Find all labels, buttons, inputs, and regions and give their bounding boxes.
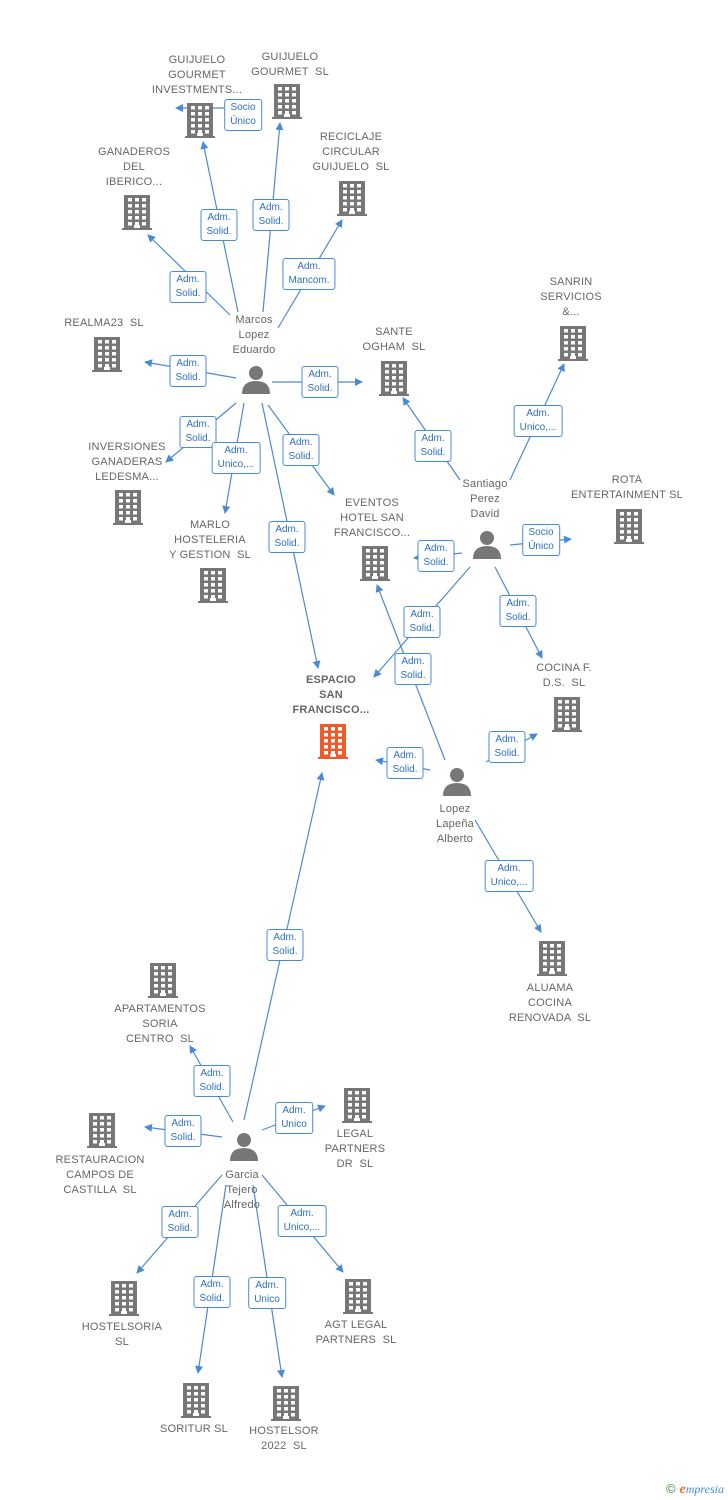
company-icon[interactable]	[87, 1113, 117, 1148]
edge-role-badge[interactable]: Adm. Solid.	[386, 747, 424, 779]
edge-role-badge[interactable]: Adm. Solid.	[164, 1115, 202, 1147]
main-company-icon[interactable]	[318, 724, 348, 759]
company-icon[interactable]	[552, 697, 582, 732]
person-name-garcia[interactable]: Garcia Tejero Alfredo	[223, 1169, 261, 1211]
company-name-sanrin[interactable]: SANRIN SERVICIOS &...	[540, 276, 602, 318]
company-name-guijuelo-gourmet-inv[interactable]: GUIJUELO GOURMET INVESTMENTS...	[151, 54, 243, 96]
company-name-restauracion[interactable]: RESTAURACION CAMPOS DE CASTILLA SL	[55, 1154, 145, 1196]
company-name-guijuelo-gourmet[interactable]: GUIJUELO GOURMET SL	[251, 51, 329, 78]
edge-role-badge[interactable]: Socio Único	[522, 524, 560, 556]
person-icon[interactable]	[230, 1133, 258, 1161]
edge-role-badge[interactable]: Adm. Solid.	[266, 929, 304, 961]
company-icon[interactable]	[537, 941, 567, 976]
company-icon[interactable]	[109, 1281, 139, 1316]
person-name-marcos[interactable]: Marcos Lopez Eduardo	[232, 314, 276, 356]
company-icon[interactable]	[558, 326, 588, 361]
edge-role-badge[interactable]: Adm. Unico	[275, 1102, 313, 1134]
edge-role-badge[interactable]: Adm. Mancom.	[282, 258, 336, 290]
company-icon[interactable]	[122, 195, 152, 230]
company-icon[interactable]	[614, 509, 644, 544]
edge-role-badge[interactable]: Adm. Solid.	[161, 1206, 199, 1238]
company-name-agt[interactable]: AGT LEGAL PARTNERS SL	[315, 1319, 397, 1346]
edge-role-badge[interactable]: Adm. Solid.	[169, 355, 207, 387]
edge-role-badge[interactable]: Adm. Unico,...	[277, 1205, 327, 1237]
company-icon[interactable]	[379, 361, 409, 396]
edge-role-badge[interactable]: Adm. Solid.	[417, 540, 455, 572]
edge-role-badge[interactable]: Adm. Solid.	[252, 199, 290, 231]
company-name-hostelsor[interactable]: HOSTELSOR 2022 SL	[249, 1425, 319, 1452]
icons-layer	[87, 84, 644, 1421]
brand-name: mpresia	[685, 1482, 724, 1496]
edge-role-badge[interactable]: Adm. Solid.	[169, 271, 207, 303]
edge-role-badge[interactable]: Adm. Solid.	[179, 416, 217, 448]
company-name-eventos[interactable]: EVENTOS HOTEL SAN FRANCISCO...	[333, 497, 411, 539]
company-name-cocina[interactable]: COCINA F. D.S. SL	[536, 662, 592, 689]
edge-role-badge[interactable]: Adm. Solid.	[414, 430, 452, 462]
company-icon[interactable]	[343, 1279, 373, 1314]
edge-role-badge[interactable]: Adm. Solid.	[200, 209, 238, 241]
edge-role-badge[interactable]: Adm. Solid.	[394, 653, 432, 685]
edge-role-badge[interactable]: Adm. Solid.	[488, 731, 526, 763]
edge-role-badge[interactable]: Adm. Solid.	[499, 595, 537, 627]
person-icon[interactable]	[443, 768, 471, 796]
edge-role-badge[interactable]: Adm. Solid.	[403, 606, 441, 638]
person-icon[interactable]	[473, 531, 501, 559]
company-icon[interactable]	[92, 337, 122, 372]
person-icon[interactable]	[242, 366, 270, 394]
edge-role-badge[interactable]: Adm. Solid.	[268, 521, 306, 553]
company-icon[interactable]	[342, 1088, 372, 1123]
company-name-sante[interactable]: SANTE OGHAM SL	[362, 326, 426, 353]
company-name-realma23[interactable]: REALMA23 SL	[64, 317, 144, 329]
edge-role-badge[interactable]: Adm. Solid.	[282, 434, 320, 466]
edge-role-badge[interactable]: Adm. Unico,...	[513, 405, 563, 437]
edge-role-badge[interactable]: Socio Único	[224, 99, 262, 131]
copyright-icon: ©	[665, 1481, 676, 1496]
edge-role-badge[interactable]: Adm. Solid.	[301, 366, 339, 398]
company-icon[interactable]	[198, 568, 228, 603]
person-name-lopez[interactable]: Lopez Lapeña Alberto	[436, 803, 474, 845]
company-icon[interactable]	[271, 1386, 301, 1421]
company-name-rota[interactable]: ROTA ENTERTAINMENT SL	[571, 474, 683, 501]
edge-role-badge[interactable]: Adm. Unico,...	[211, 442, 261, 474]
company-name-aluama[interactable]: ALUAMA COCINA RENOVADA SL	[508, 982, 592, 1024]
company-icon[interactable]	[360, 546, 390, 581]
edge-role-badge[interactable]: Adm. Solid.	[193, 1276, 231, 1308]
company-name-legal[interactable]: LEGAL PARTNERS DR SL	[324, 1128, 386, 1170]
edge-role-badge[interactable]: Adm. Unico,...	[484, 860, 534, 892]
company-name-inversiones[interactable]: INVERSIONES GANADERAS LEDESMA...	[88, 441, 166, 483]
company-icon[interactable]	[272, 84, 302, 119]
company-icon[interactable]	[181, 1383, 211, 1418]
company-name-apartamentos[interactable]: APARTAMENTOS SORIA CENTRO SL	[114, 1003, 206, 1045]
company-name-ganaderos[interactable]: GANADEROS DEL IBERICO...	[97, 146, 171, 188]
edge-role-badge[interactable]: Adm. Unico	[248, 1277, 286, 1309]
company-icon[interactable]	[185, 103, 215, 138]
company-name-marlo[interactable]: MARLO HOSTELERIA Y GESTION SL	[169, 519, 251, 561]
company-name-espacio[interactable]: ESPACIO SAN FRANCISCO...	[292, 674, 370, 716]
company-name-reciclaje[interactable]: RECICLAJE CIRCULAR GUIJUELO SL	[312, 131, 390, 173]
company-icon[interactable]	[337, 181, 367, 216]
company-name-soritur[interactable]: SORITUR SL	[159, 1423, 229, 1435]
footer-brand[interactable]: ©empresia	[666, 1481, 724, 1498]
company-name-hostelsoria[interactable]: HOSTELSORIA SL	[81, 1321, 163, 1348]
brand-initial: e	[679, 1482, 686, 1497]
company-icon[interactable]	[113, 490, 143, 525]
person-name-santiago[interactable]: Santiago Perez David	[462, 478, 508, 520]
edge-role-badge[interactable]: Adm. Solid.	[193, 1065, 231, 1097]
company-icon[interactable]	[148, 963, 178, 998]
